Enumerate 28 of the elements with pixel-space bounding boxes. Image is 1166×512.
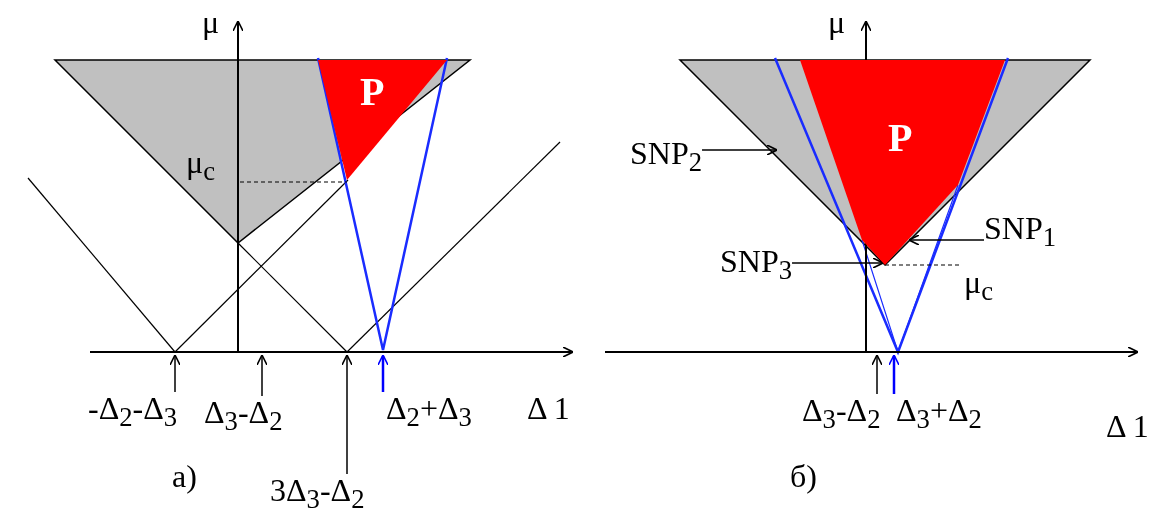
value-label: SNP$_{3}$ xyxy=(720,245,793,285)
value-label: μ$_{c}$ xyxy=(964,266,993,306)
value-label: SNP$_{1}$ xyxy=(984,212,1057,252)
panel-caption: а) xyxy=(172,460,197,492)
panel-caption: б) xyxy=(790,460,817,492)
leader-arrow xyxy=(791,257,884,269)
region-label: P xyxy=(888,118,913,158)
axis-label: Δ 1 xyxy=(527,392,570,424)
leader-arrow xyxy=(871,354,883,395)
leader-arrow xyxy=(169,354,181,393)
leader-arrow xyxy=(908,234,985,246)
leader-arrow xyxy=(341,354,353,475)
value-label: Δ$_{3}$-Δ$_{2}$ xyxy=(204,396,283,436)
axis-label: μ xyxy=(202,6,220,38)
value-label: Δ$_{2}$+Δ$_{3}$ xyxy=(378,392,472,432)
leader-arrow xyxy=(888,354,900,394)
leader-arrow xyxy=(701,144,778,156)
value-label: 3Δ$_{3}$-Δ$_{2}$ xyxy=(270,474,365,512)
axis-label: Δ 1 xyxy=(1106,410,1149,442)
value-label: μ$_{c}$ xyxy=(186,146,215,186)
leader-arrow xyxy=(256,354,268,397)
value-label: -Δ$_{2}$-Δ$_{3}$ xyxy=(88,392,178,432)
axis-label: μ xyxy=(828,6,846,38)
value-label: Δ$_{3}$-Δ$_{2}$ xyxy=(802,394,881,434)
value-label: Δ$_{3}$+Δ$_{2}$ xyxy=(888,394,982,434)
region-label: P xyxy=(360,72,385,112)
value-label: SNP$_{2}$ xyxy=(630,137,703,177)
leader-arrow xyxy=(377,354,389,392)
